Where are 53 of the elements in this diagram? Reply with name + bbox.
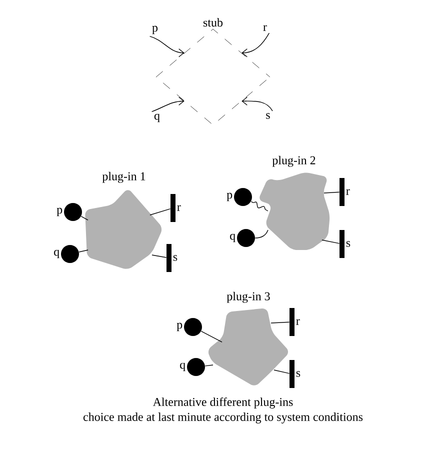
port-label: s	[266, 113, 270, 119]
node-label: s	[296, 371, 300, 377]
node-label: s	[346, 241, 350, 247]
node-label: plug-in 1	[102, 172, 146, 183]
connector-line	[200, 330, 222, 342]
connector-bar: r	[170, 194, 181, 222]
port-label: q	[154, 114, 160, 122]
connector-ball: p	[226, 188, 252, 206]
connector-bar: s	[340, 230, 350, 258]
connector-bar: r	[290, 308, 300, 336]
plug-in-blob: plug-in 3	[208, 292, 288, 386]
connector-line	[204, 364, 214, 366]
node-label: r	[177, 205, 181, 211]
connector-ball: q	[230, 229, 255, 247]
connector-ball: q	[54, 245, 79, 263]
node-label: plug-in 2	[272, 156, 316, 167]
node-label: q	[54, 250, 60, 258]
node-label: p	[226, 192, 232, 202]
plug-in-blob: plug-in 1	[85, 172, 162, 269]
arrow	[149, 36, 184, 58]
plug-in-blob: plug-in 2	[260, 156, 330, 250]
connector-line	[254, 230, 268, 238]
node-label: s	[173, 255, 178, 261]
node-label: p	[176, 322, 182, 332]
node-label: plug-in 3	[226, 292, 270, 303]
connector-line	[80, 216, 88, 220]
node-label: r	[346, 189, 350, 195]
connector-line	[324, 192, 340, 194]
connector-line	[78, 250, 88, 252]
port-label: p	[152, 26, 158, 34]
caption-line: choice made at last minute according to system conditions	[84, 412, 363, 424]
node-label: stub	[203, 18, 223, 27]
connector-bar: s	[290, 360, 300, 388]
connector-bar: r	[340, 178, 350, 206]
node-label: r	[296, 319, 300, 325]
connector-ball: q	[180, 358, 205, 376]
connector-line	[150, 208, 171, 216]
connector-ball: p	[56, 203, 82, 221]
arrow	[242, 32, 270, 58]
connector-line	[250, 201, 268, 212]
connector-line	[322, 240, 340, 244]
connector-bar: s	[166, 244, 178, 272]
node-label: q	[180, 362, 186, 372]
caption-line: Alternative different plug-ins	[152, 397, 293, 409]
arrow	[151, 96, 184, 112]
port-label: r	[263, 25, 267, 31]
connector-line	[152, 254, 167, 258]
node-label: q	[230, 234, 236, 242]
arrow	[242, 96, 273, 112]
connector-line	[270, 322, 290, 324]
connector-line	[274, 370, 290, 374]
node-label: p	[56, 208, 62, 216]
connector-ball: p	[176, 318, 202, 336]
